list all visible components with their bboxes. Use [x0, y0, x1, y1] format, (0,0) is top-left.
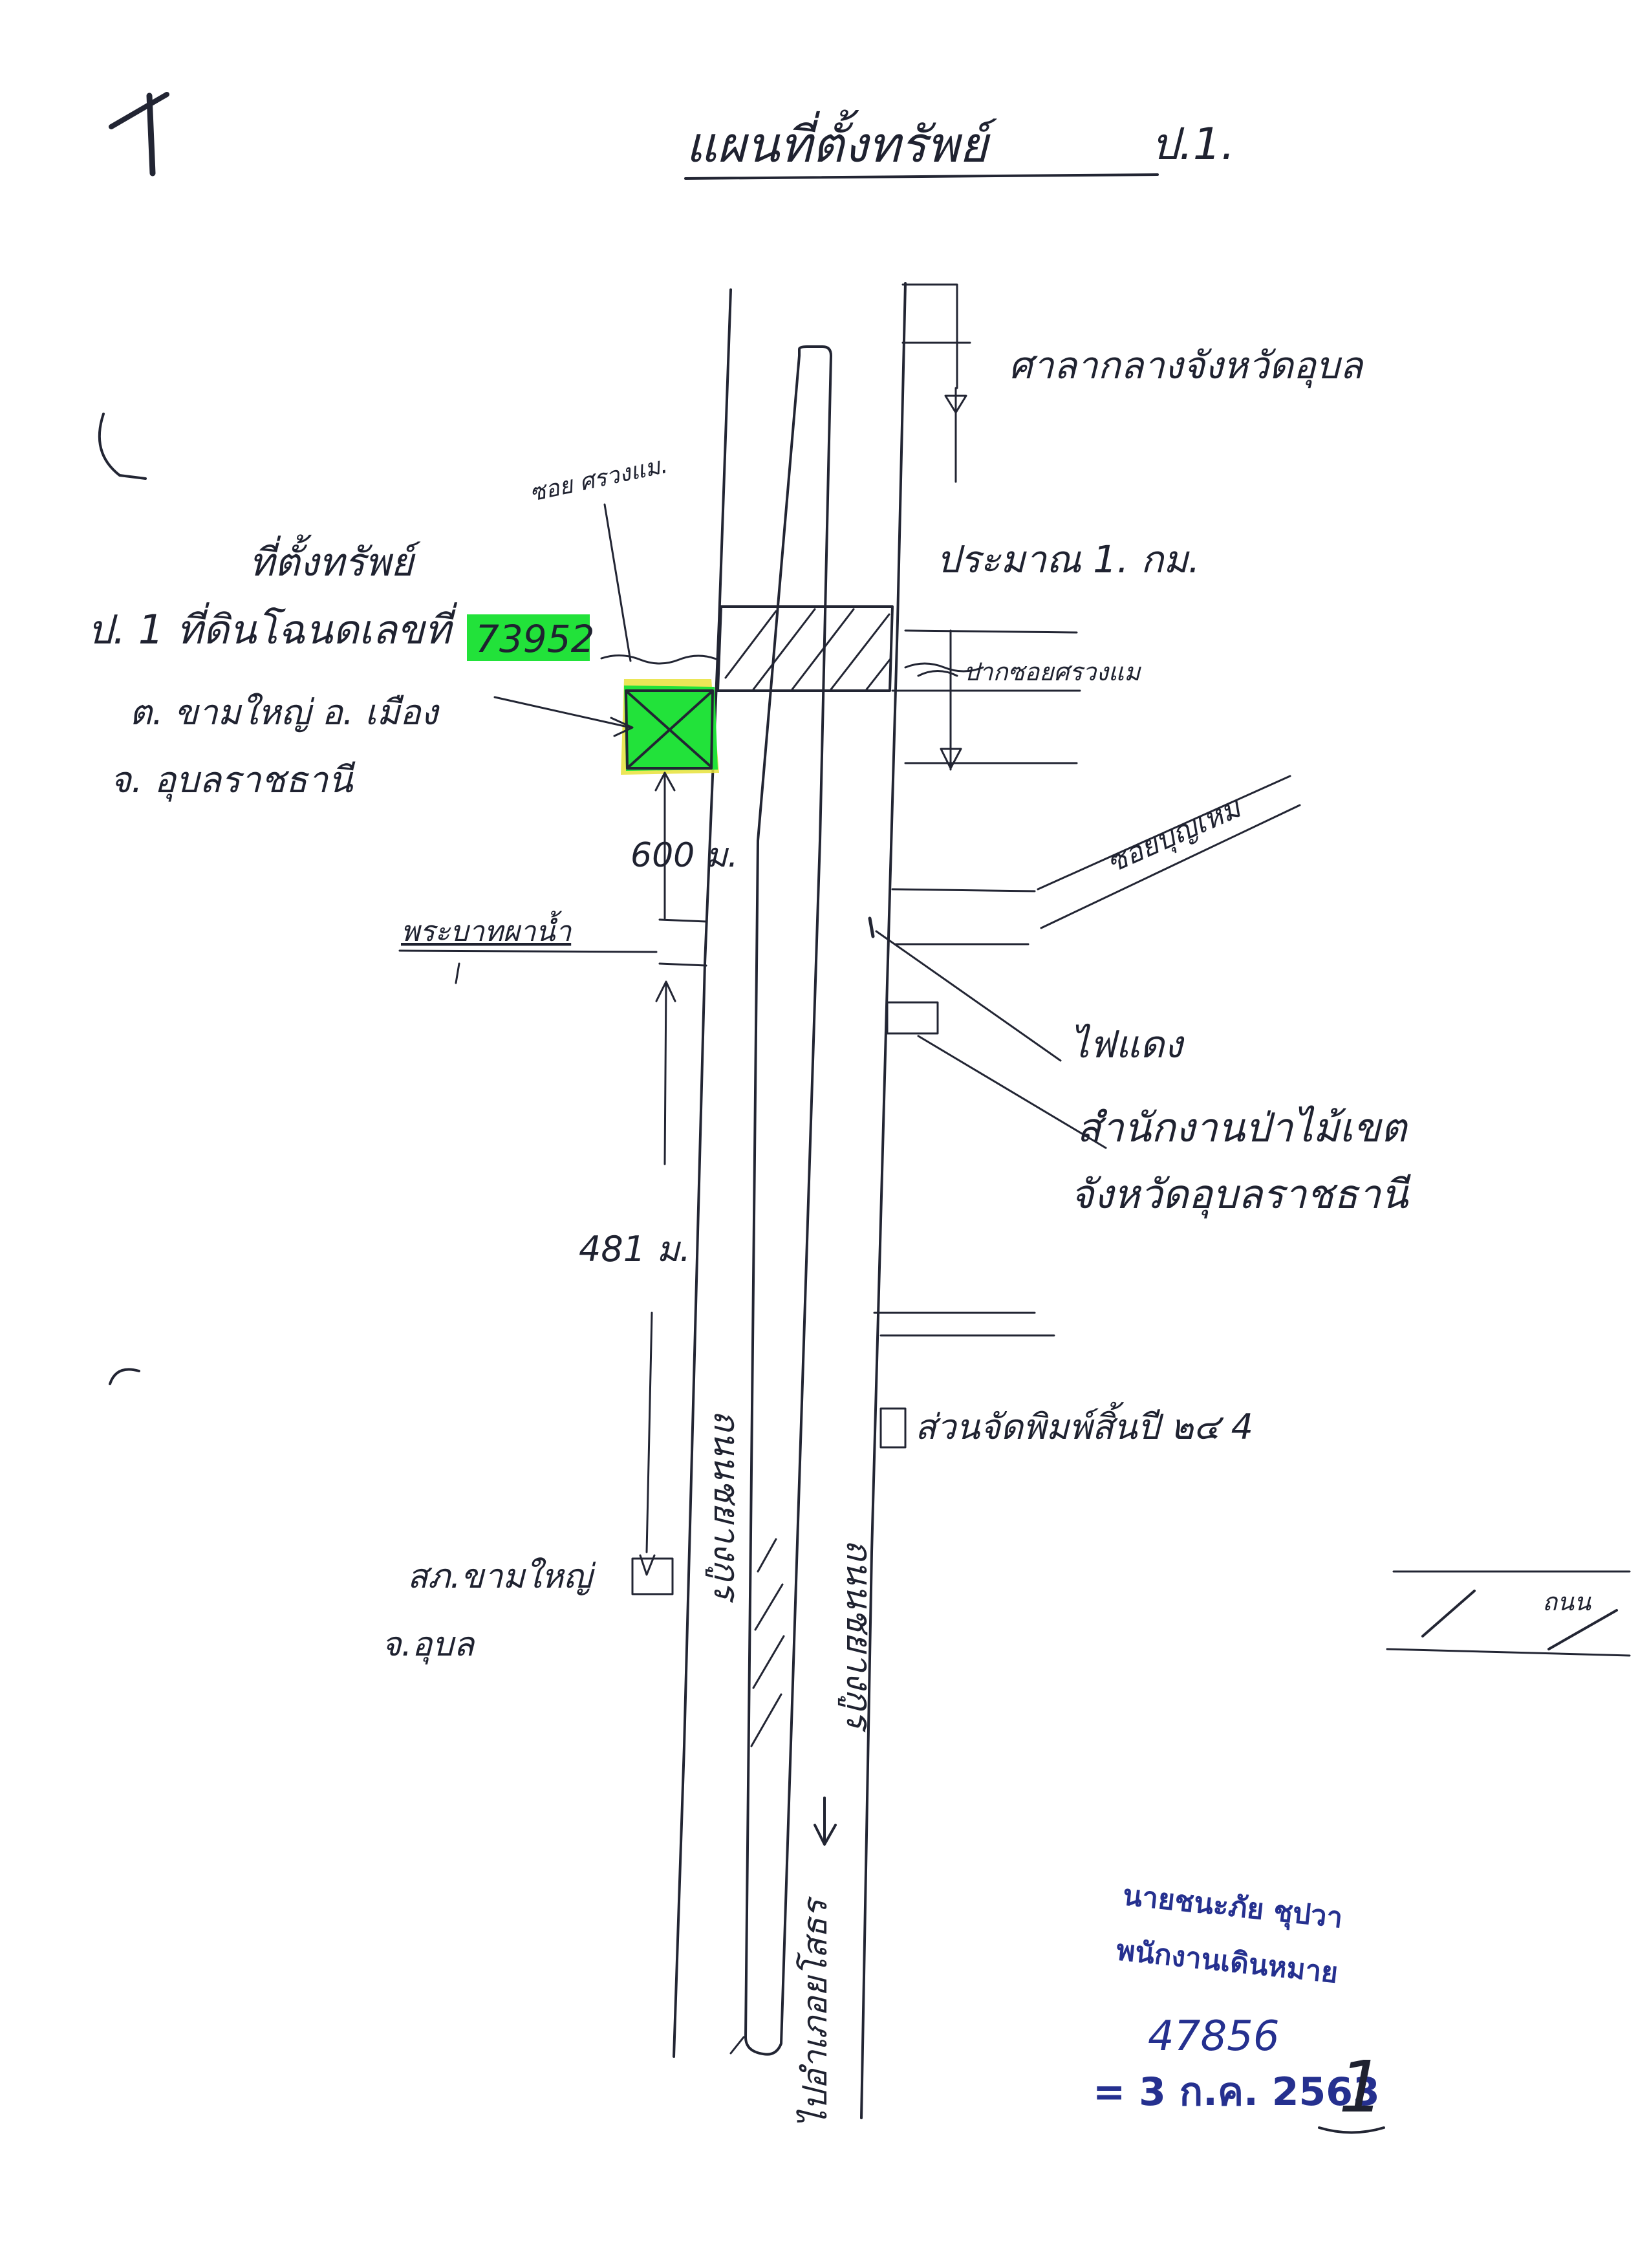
- official-stamp: นายชนะภัย ชุปวา พนักงานเดินหมาย 47856 = …: [1093, 1879, 1385, 2134]
- label-left-landmark: พระบาทผาน้ำ: [401, 911, 572, 948]
- deed-highlight: [467, 614, 590, 661]
- median-hatch: [750, 1538, 785, 1747]
- label-provincial-court: ศาลากลางจังหวัดอุบล: [1009, 343, 1364, 389]
- stamp-position: พนักงานเดินหมาย: [1115, 1934, 1340, 1990]
- binder-mark: [98, 413, 147, 480]
- label-school: ส่วนจัดพิมพ์สิ้นปี ๒๔ 4: [915, 1401, 1253, 1447]
- stamp-date: = 3 ก.ค. 2563: [1093, 2069, 1380, 2115]
- page-mark-stroke: [146, 92, 156, 177]
- label-traffic-light: ไฟแดง: [1070, 1022, 1185, 1066]
- stamp-initial: 1: [1339, 2046, 1384, 2128]
- label-bottom-left-line1: สภ.ขามใหญ่: [407, 1557, 596, 1596]
- alley-crossing: [717, 605, 1081, 692]
- label-property-line3: จ. อุบลราชธานี: [110, 759, 356, 802]
- label-bottom-left-line2: จ.อุบล: [382, 1625, 475, 1665]
- label-distance-600m: 600 ม.: [630, 836, 738, 875]
- label-property-line1: ป. 1 ที่ดินโฉนดเลขที่: [87, 602, 458, 653]
- label-office-line2: จังหวัดอุบลราชธานี: [1070, 1171, 1411, 1219]
- page-mark-stroke: [109, 92, 169, 129]
- legend-label: ถนน: [1542, 1588, 1591, 1616]
- label-road-left-vertical: ถนนชยางกูร: [705, 1410, 747, 1603]
- stamp-number: 47856: [1148, 2013, 1280, 2060]
- wavy-edge: [600, 654, 719, 665]
- label-distance-1km: ประมาณ 1. กม.: [936, 537, 1200, 581]
- road-median: [744, 345, 832, 2056]
- label-alley: ซอย ศรวงแม.: [527, 452, 670, 507]
- side-road: ซอยบุญเหม: [1037, 775, 1301, 929]
- label-distance-481m: 481 ม.: [579, 1229, 691, 1269]
- office-building-icon: [886, 1001, 939, 1035]
- property-parcel: [621, 679, 719, 775]
- label-road-bottom-vertical: ไปอำเภอยโสธร: [796, 1895, 835, 2128]
- binder-mark: [109, 1368, 140, 1385]
- map-title-suffix: ป.1.: [1151, 119, 1235, 170]
- traffic-light-icon: [868, 916, 875, 938]
- label-road-right-vertical: ถนนชยางกูร: [837, 1539, 879, 1733]
- label-office-line1: สำนักงานป่าไม้เขต: [1077, 1104, 1408, 1151]
- stamp-name: นายชนะภัย ชุปวา: [1121, 1879, 1344, 1936]
- main-road: [673, 282, 907, 2119]
- label-property-line2: ต. ขามใหญ่ อ. เมือง: [129, 692, 440, 733]
- map-title: แผนที่ตั้งทรัพย์: [685, 109, 998, 173]
- label-alley-mouth: ปากซอยศรวงแม: [964, 658, 1141, 686]
- title-underline: [684, 173, 1159, 180]
- label-property-heading: ที่ตั้งทรัพย์: [249, 534, 421, 585]
- wavy-edge: [904, 662, 984, 673]
- building-icon: [879, 1407, 907, 1449]
- deed-number: 73952: [475, 617, 595, 661]
- label-side-road: ซอยบุญเหม: [1102, 791, 1247, 880]
- police-station-icon: [631, 1557, 674, 1595]
- legend: ถนน: [1386, 1570, 1631, 1657]
